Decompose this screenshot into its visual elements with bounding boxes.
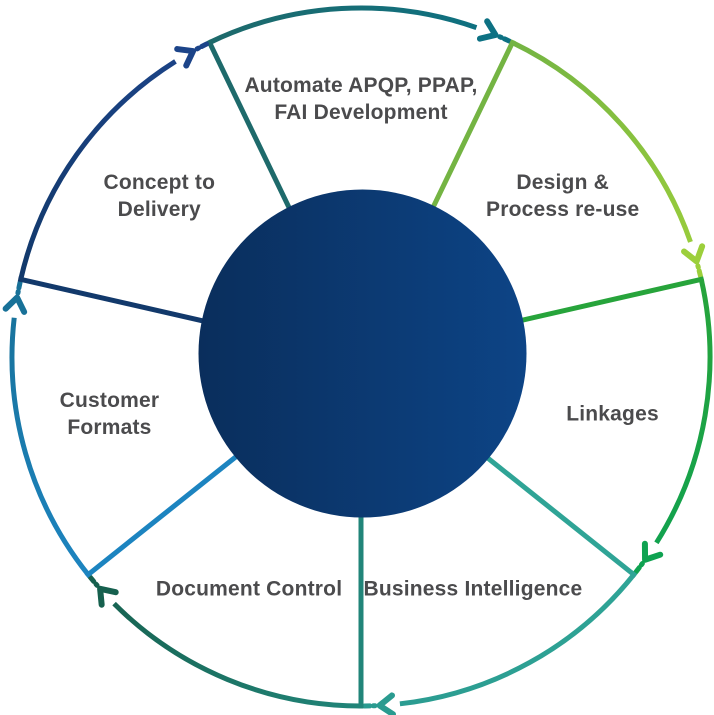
spoke-design-process-reuse	[425, 39, 516, 220]
label-linkages: Linkages	[566, 402, 659, 426]
dash-document-control	[87, 574, 97, 584]
label-customer-formats: Customer Formats	[59, 389, 160, 440]
dash-customer-formats	[16, 280, 23, 291]
dot-document-control	[93, 581, 100, 588]
clockwise-arrow-icon-concept-to-delivery	[174, 46, 197, 69]
clockwise-arrow-icon-design-process-reuse	[681, 243, 706, 265]
arc-design-process-reuse	[511, 40, 693, 243]
spoke-automate-apqp-ppap-fai	[206, 39, 297, 220]
dash-linkages	[633, 565, 642, 575]
spoke-business-intelligence	[479, 450, 638, 579]
arc-automate-apqp-ppap-fai	[208, 5, 478, 45]
clockwise-arrow-icon-automate-apqp-ppap-fai	[476, 18, 499, 42]
dash-design-process-reuse	[696, 268, 703, 279]
clockwise-arrow-icon-business-intelligence	[376, 692, 396, 715]
label-design-process-reuse: Design & Process re-use	[486, 171, 640, 222]
spoke-linkages	[510, 276, 705, 326]
dash-automate-apqp-ppap-fai	[501, 36, 512, 44]
dot-automate-apqp-ppap-fai	[497, 34, 504, 40]
center-circle	[198, 189, 527, 518]
label-concept-to-delivery: Concept to Delivery	[103, 171, 216, 222]
label-document-control: Document Control	[155, 577, 343, 601]
arc-business-intelligence	[399, 573, 636, 707]
clockwise-arrow-icon-linkages	[641, 540, 664, 563]
label-automate-apqp-ppap-fai: Automate APQP, PPAP, FAI Development	[244, 74, 478, 124]
dot-concept-to-delivery	[194, 45, 202, 52]
clockwise-arrow-icon-document-control	[97, 585, 119, 608]
arc-linkages	[654, 278, 713, 545]
arc-customer-formats	[9, 317, 91, 577]
spoke-customer-formats	[84, 450, 243, 579]
arc-concept-to-delivery	[18, 59, 177, 280]
spoke-concept-to-delivery	[17, 276, 212, 326]
dash-concept-to-delivery	[199, 41, 210, 49]
clockwise-arrow-icon-customer-formats	[2, 294, 28, 315]
label-business-intelligence: Business Intelligence	[363, 577, 583, 601]
arc-document-control	[112, 601, 362, 709]
dot-linkages	[638, 560, 645, 568]
